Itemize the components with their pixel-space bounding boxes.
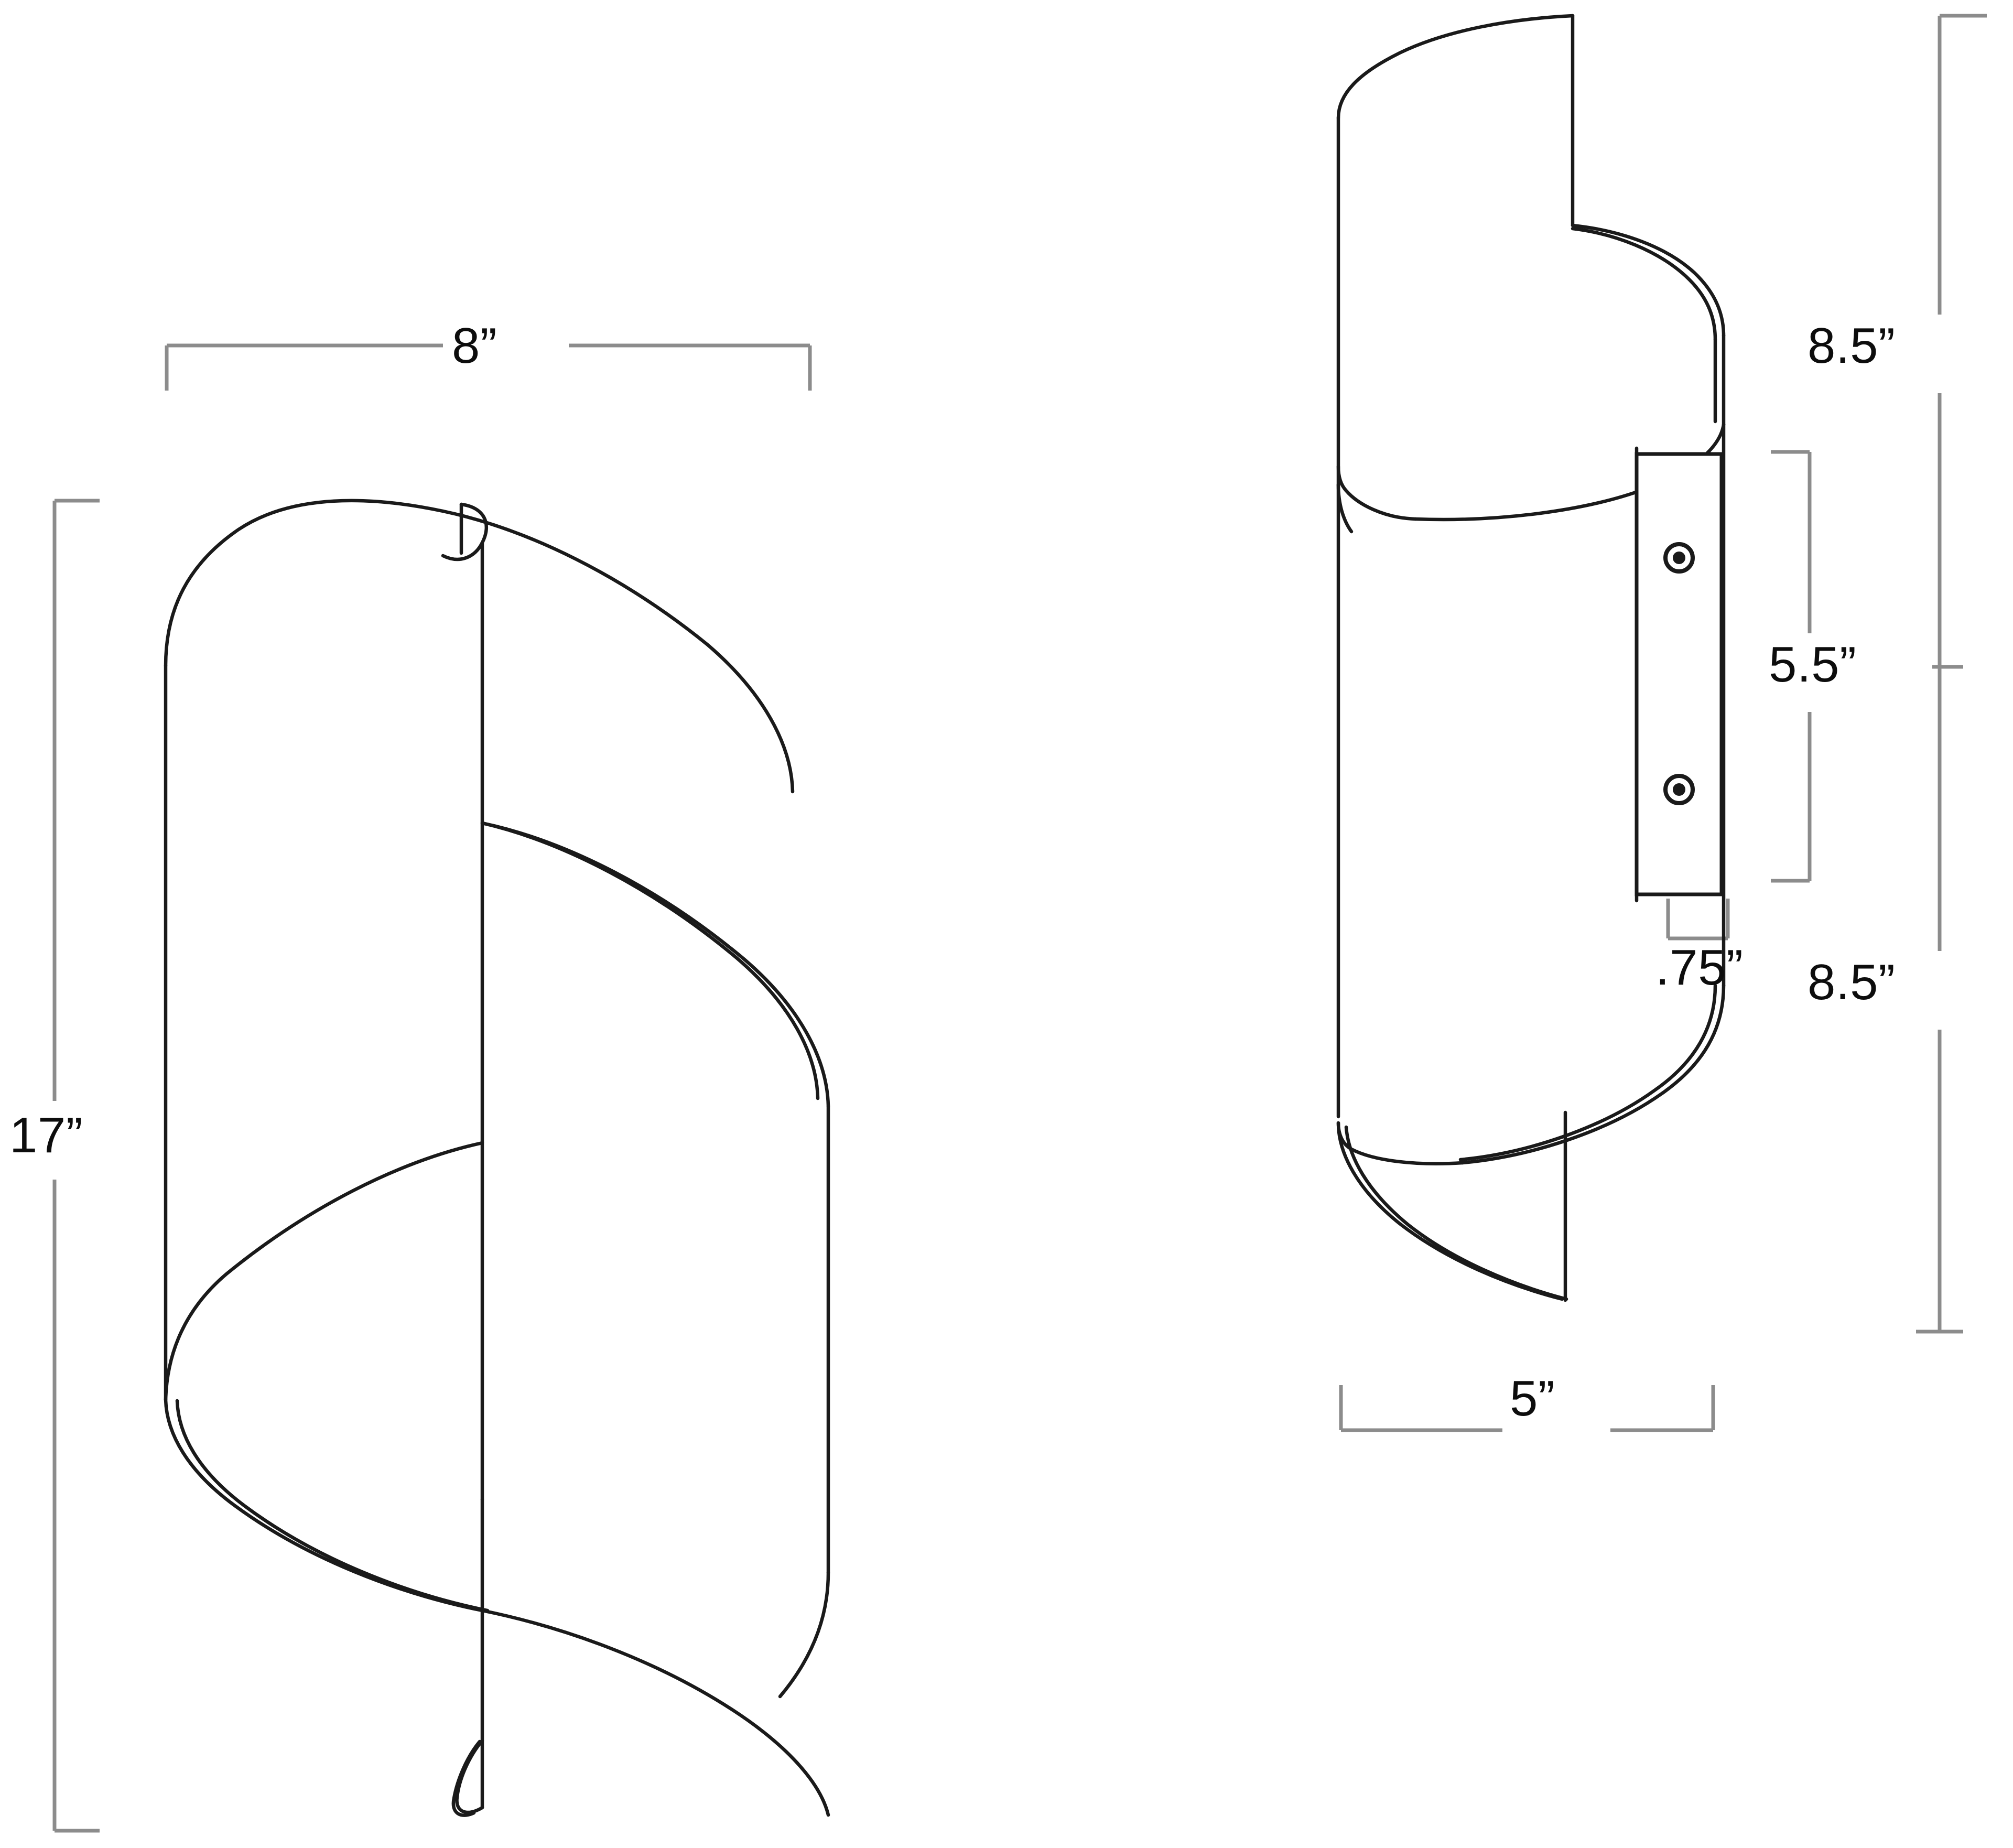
- dimension-label-side-width: 5”: [1510, 1370, 1555, 1426]
- dimension-5p5in: [1759, 450, 1932, 883]
- mount-screw-lower: [1663, 774, 1695, 805]
- wall-mount-plate: [1635, 452, 1724, 896]
- dimension-label-front-height: 17”: [9, 1107, 83, 1163]
- dimension-8p5in-top: [1798, 14, 2008, 669]
- dimension-label-plate-height: 5.5”: [1769, 636, 1857, 693]
- dimension-lines: [30, 14, 2008, 1833]
- dimension-label-side-bottom-segment: 8.5”: [1808, 954, 1896, 1010]
- dimension-5in: [1339, 1369, 1715, 1438]
- mount-screw-upper: [1663, 542, 1695, 574]
- dimension-label-plate-offset: .75”: [1655, 939, 1744, 996]
- dimension-17in: [30, 499, 130, 1833]
- dimension-8p5in-bottom: [1798, 667, 2008, 1334]
- dimension-8in: [165, 320, 812, 391]
- dimension-p75in: [1666, 899, 1730, 941]
- dimension-label-side-top-segment: 8.5”: [1808, 318, 1896, 374]
- front-view-shade: [164, 499, 830, 1817]
- dimension-label-front-width: 8”: [452, 318, 497, 374]
